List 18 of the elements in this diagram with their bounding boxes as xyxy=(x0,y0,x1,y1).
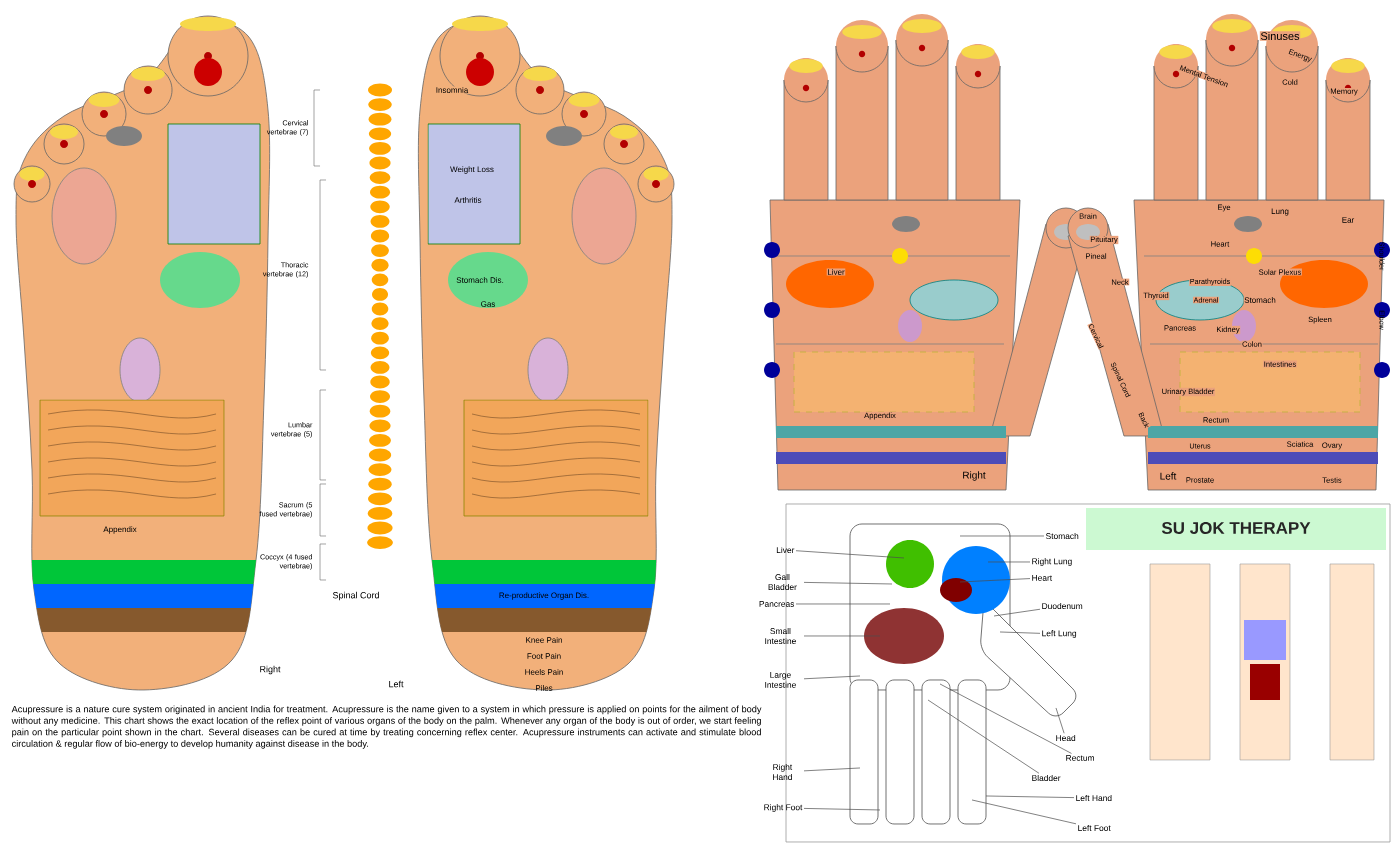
leader-line xyxy=(795,550,905,559)
leader-line xyxy=(803,808,881,811)
leader-line xyxy=(803,582,893,585)
leader-line xyxy=(993,608,1041,617)
leader-line xyxy=(803,767,861,772)
leader-line xyxy=(939,683,1072,754)
leader-line xyxy=(987,561,1031,563)
leader-line xyxy=(1055,707,1065,734)
leader-line xyxy=(971,799,1077,825)
leader-line xyxy=(927,699,1040,774)
leader-line xyxy=(795,603,891,605)
leader-line xyxy=(803,675,861,680)
leader-line xyxy=(803,635,881,637)
leader-line xyxy=(959,578,1031,583)
leader-line xyxy=(999,631,1041,634)
leader-line xyxy=(959,535,1045,537)
leader-line xyxy=(985,795,1075,798)
panel-title: SU JOK THERAPY xyxy=(1161,522,1311,534)
